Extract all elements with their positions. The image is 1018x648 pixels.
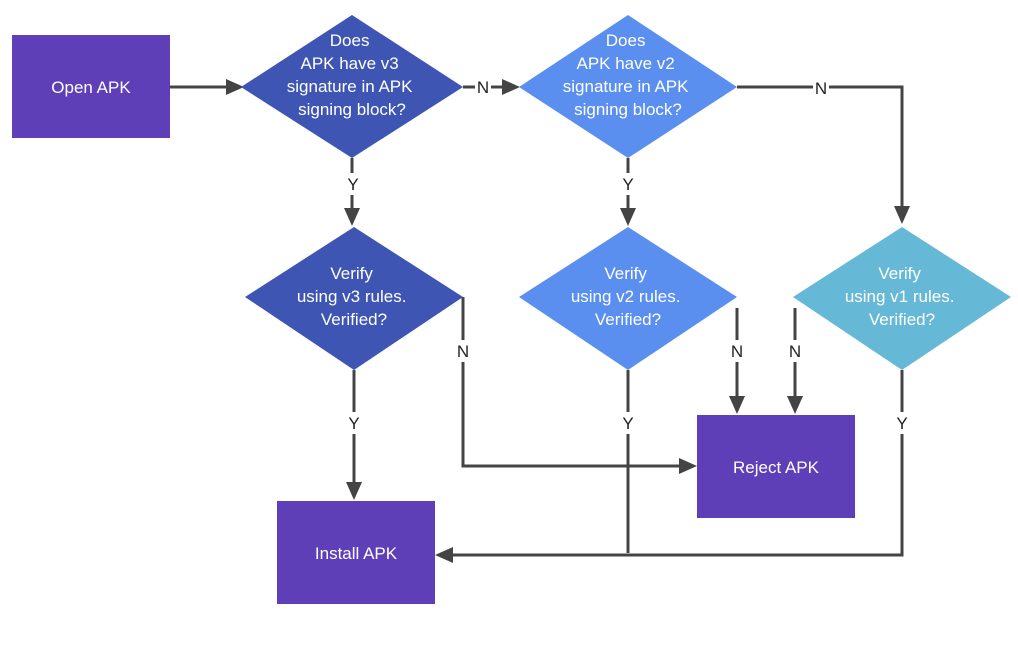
node-labels: Open APK Does APK have v3 signature in A…	[51, 31, 959, 563]
reject-apk-label: Reject APK	[733, 458, 820, 477]
edge-label-verify-v2-no: N	[731, 342, 743, 361]
install-apk-label-line: Install APK	[315, 544, 398, 563]
arrowhead-reject-left	[679, 458, 697, 474]
edge-label-verify-v2-yes: Y	[622, 414, 633, 433]
q-v2-label: Does APK have v2 signature in APK signin…	[563, 31, 693, 119]
arrowhead-verify-v1-top	[894, 206, 910, 224]
arrowhead-q-v2-left	[502, 79, 520, 95]
edge-label-q-v2-yes: Y	[622, 175, 633, 194]
q-v2-label-line: Does	[606, 31, 646, 50]
verify-v3-label-line: Verified?	[321, 310, 387, 329]
verify-v3-label: Verify using v3 rules. Verified?	[297, 264, 411, 329]
edge-label-pad	[475, 76, 491, 98]
install-apk-label: Install APK	[315, 544, 398, 563]
verify-v1-label: Verify using v1 rules. Verified?	[845, 264, 959, 329]
arrowhead-q-v3-left	[226, 79, 244, 95]
verify-v1-label-line: Verified?	[869, 310, 935, 329]
verify-v2-label: Verify using v2 rules. Verified?	[571, 264, 685, 329]
edge-q-v2-to-verify-v1	[737, 85, 904, 208]
edge-label-verify-v1-no: N	[789, 342, 801, 361]
q-v3-diamond	[241, 15, 463, 158]
arrowhead-reject-top-right	[787, 396, 803, 414]
open-apk-label-line: Open APK	[51, 78, 131, 97]
edge-label-q-v3-no: N	[477, 78, 489, 97]
edge-label-q-v3-yes: Y	[347, 175, 358, 194]
edge-label-verify-v3-no: N	[457, 342, 469, 361]
arrowhead-verify-v3-top	[344, 208, 360, 226]
arrowhead-verify-v2-top	[620, 208, 636, 226]
verify-v2-label-line: Verified?	[595, 310, 661, 329]
install-apk-box	[277, 501, 435, 604]
q-v3-label-line: signature in APK	[287, 77, 413, 96]
edge-label-pad	[345, 173, 361, 195]
edge-label-pad	[346, 412, 362, 434]
verify-v1-diamond	[793, 227, 1011, 370]
q-v3-label: Does APK have v3 signature in APK signin…	[287, 31, 417, 119]
q-v3-label-line: Does	[330, 31, 370, 50]
edge-label-pad	[894, 412, 910, 434]
arrowhead-install-right	[435, 547, 453, 563]
reject-apk-box	[697, 415, 855, 518]
open-apk-box	[12, 35, 170, 138]
edge-label-pad	[729, 340, 745, 362]
verify-v3-label-line: using v3 rules.	[297, 287, 407, 306]
edge-label-pad	[787, 340, 803, 362]
q-v2-label-line: APK have v2	[576, 54, 674, 73]
verify-v1-label-line: Verify	[878, 264, 921, 283]
edge-label-pad	[455, 340, 471, 362]
verify-v3-label-line: Verify	[330, 264, 373, 283]
edge-label-pad	[813, 76, 829, 98]
open-apk-label: Open APK	[51, 78, 131, 97]
edge-label-pad	[620, 173, 636, 195]
nodes	[12, 15, 1011, 604]
verify-v2-label-line: Verify	[604, 264, 647, 283]
verify-v3-diamond	[245, 227, 463, 370]
edge-label-pad	[620, 412, 636, 434]
q-v2-label-line: signing block?	[574, 100, 682, 119]
edge-label-verify-v3-yes: Y	[348, 414, 359, 433]
q-v2-diamond	[519, 15, 737, 158]
reject-apk-label-line: Reject APK	[733, 458, 820, 477]
arrowhead-install-top	[346, 482, 362, 500]
edge-labels: N N Y Y N N N Y Y Y	[345, 76, 910, 434]
edge-label-verify-v1-yes: Y	[896, 414, 907, 433]
q-v2-label-line: signature in APK	[563, 77, 689, 96]
q-v3-label-line: APK have v3	[300, 54, 398, 73]
arrowhead-reject-top-left	[729, 396, 745, 414]
verify-v2-label-line: using v2 rules.	[571, 287, 681, 306]
verify-v2-diamond	[519, 227, 737, 370]
verify-v1-label-line: using v1 rules.	[845, 287, 955, 306]
edge-label-q-v2-no: N	[815, 79, 827, 98]
q-v3-label-line: signing block?	[298, 100, 406, 119]
